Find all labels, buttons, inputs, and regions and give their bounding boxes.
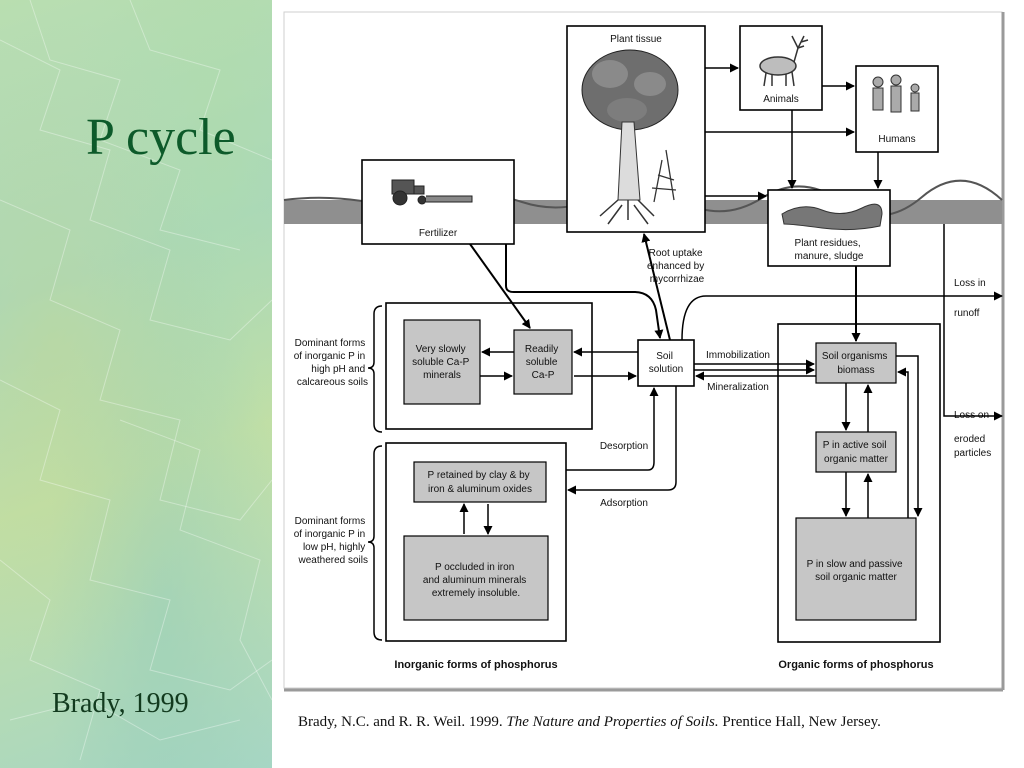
- plant-tissue-box: Plant tissue: [566, 25, 706, 233]
- humans-label: Humans: [878, 134, 915, 145]
- soil-solution-box: Soil solution: [637, 339, 695, 387]
- very-slowly-soluble-box: Very slowly soluble Ca-P minerals: [403, 319, 481, 405]
- svg-text:Soil organisms biomass: Soil organisms biomass: [822, 351, 890, 376]
- citation-book: The Nature and Properties of Soils.: [506, 714, 719, 730]
- humans-box: Humans: [855, 65, 939, 153]
- tree-icon: [581, 49, 679, 225]
- svg-text:P in slow and passive so: P in slow and passive soil organic matte…: [807, 559, 906, 583]
- svg-text:P occluded in iron and a: P occluded in iron and aluminum minerals…: [423, 562, 529, 599]
- sidebar-texture: P cycle Brady, 1999: [0, 0, 272, 768]
- residue-pile-icon: [781, 203, 883, 231]
- animals-box: Animals: [739, 25, 823, 111]
- immobilization-label: Immobilization: [706, 350, 770, 361]
- soil-organisms-box: Soil organisms biomass: [815, 342, 897, 384]
- fertilizer-box: Fertilizer: [361, 159, 515, 245]
- plant-tissue-label: Plant tissue: [610, 34, 662, 45]
- deer-icon: [759, 35, 809, 87]
- tractor-icon: [391, 179, 473, 206]
- dominant-high-ph-label: Dominant forms of inorganic P in high pH…: [294, 338, 368, 388]
- citation-publisher: Prentice Hall, New Jersey.: [722, 714, 881, 730]
- slide-title: P cycle: [86, 109, 236, 166]
- loss-eroded-label: Loss on eroded particles: [954, 410, 992, 459]
- adsorption-label: Adsorption: [600, 498, 648, 509]
- p-occluded-box: P occluded in iron and aluminum minerals…: [403, 535, 549, 621]
- slide-credit: Brady, 1999: [52, 688, 189, 719]
- loss-runoff-label: Loss in runoff: [954, 278, 988, 319]
- mineralization-label: Mineralization: [707, 382, 769, 393]
- plant-residues-label: Plant residues, manure, sludge: [795, 238, 864, 262]
- svg-text:P retained by clay & by: P retained by clay & by iron & aluminum …: [428, 470, 533, 495]
- svg-text:P in active soil organic: P in active soil organic matter: [823, 440, 890, 465]
- flow-arrows: [459, 63, 1003, 535]
- readily-soluble-box: Readily soluble Ca-P: [513, 329, 573, 395]
- organic-forms-label: Organic forms of phosphorus: [778, 659, 933, 671]
- dominant-low-ph-label: Dominant forms of inorganic P in low pH,…: [294, 516, 368, 566]
- fertilizer-label: Fertilizer: [419, 228, 458, 239]
- svg-text:Readily soluble Ca: Readily soluble Ca-P: [525, 344, 561, 381]
- svg-text:Soil solution: Soil solution: [649, 351, 683, 375]
- source-citation: Brady, N.C. and R. R. Weil. 1999. The Na…: [298, 712, 998, 732]
- root-uptake-label: Root uptake enhanced by mycorrhizae: [647, 248, 707, 285]
- p-slow-box: P in slow and passive soil organic matte…: [795, 517, 917, 621]
- p-retained-box: P retained by clay & by iron & aluminum …: [413, 461, 547, 503]
- low-ph-brace: [367, 445, 383, 641]
- citation-authors: Brady, N.C. and R. R. Weil. 1999.: [298, 714, 503, 730]
- animals-label: Animals: [763, 94, 799, 105]
- p-cycle-diagram: Plant tissue Animals Humans: [282, 10, 1010, 694]
- desorption-label: Desorption: [600, 441, 648, 452]
- p-active-box: P in active soil organic matter: [815, 431, 897, 473]
- family-icon: [872, 74, 920, 113]
- high-ph-brace: [367, 305, 383, 433]
- texture-pattern: [0, 0, 272, 761]
- svg-text:Very slowly soluble Ca-P: Very slowly soluble Ca-P minerals: [412, 344, 472, 381]
- plant-residues-box: Plant residues, manure, sludge: [767, 189, 891, 267]
- inorganic-forms-label: Inorganic forms of phosphorus: [394, 659, 557, 671]
